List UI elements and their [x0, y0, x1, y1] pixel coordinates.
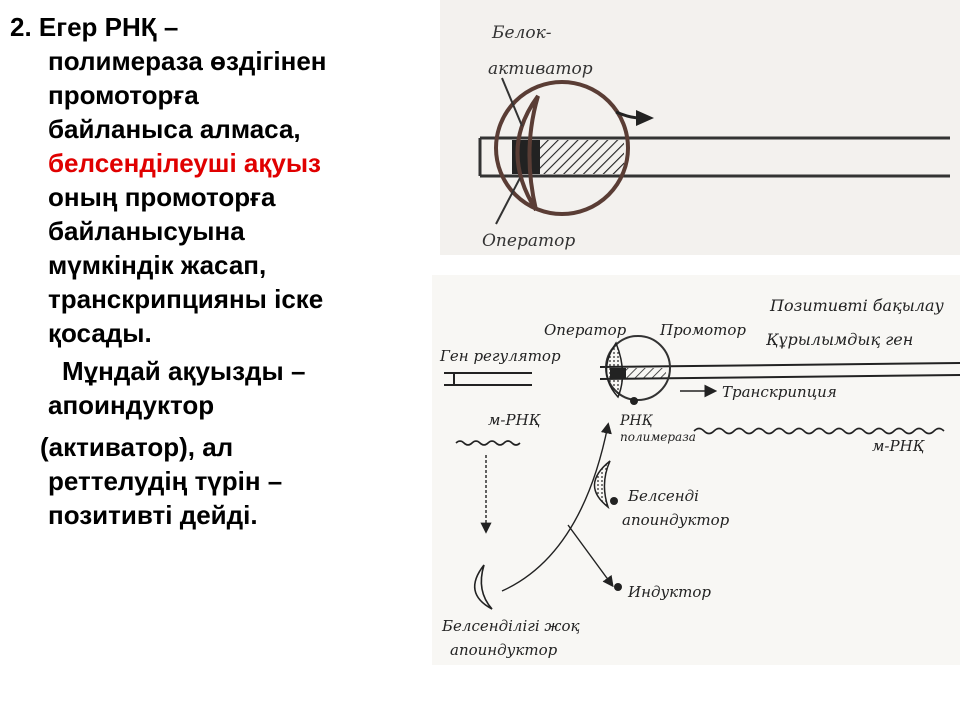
text-line: промоторға	[48, 80, 199, 110]
inactive-apoinductor-label-2: апоиндуктор	[450, 641, 558, 659]
text-line: реттелудің түрін –	[48, 466, 283, 496]
promoter-region	[540, 140, 624, 174]
mrna-left-label: м-РНҚ	[488, 411, 542, 429]
text-line: қосады.	[48, 318, 152, 348]
activation-curve-arrow	[501, 422, 612, 592]
text-line: Мұндай ақуызды –	[62, 356, 306, 386]
pointer-line	[495, 177, 521, 225]
active-apoinductor-shape	[593, 460, 611, 510]
text-line: 2. Егер РНҚ –	[10, 12, 179, 42]
activator-label-2: активатор	[488, 59, 593, 79]
polymerase-label: полимераза	[620, 430, 696, 444]
text-line: (активатор), ал	[40, 432, 234, 462]
transcription-label: Транскрипция	[722, 383, 837, 401]
highlighted-text-line: белсенділеуші ақуыз	[48, 148, 321, 178]
main-text: 2. Егер РНҚ – полимераза өздігінен промо…	[10, 10, 410, 532]
structural-dna-bottom	[599, 374, 960, 380]
inactive-apoinductor-label-1: Белсенділігі жоқ	[441, 617, 580, 635]
positive-control-label: Позитивті бақылау	[769, 296, 945, 315]
inducer-dot	[630, 397, 638, 405]
text-line: полимераза өздігінен	[48, 46, 327, 76]
inducer-dot	[614, 583, 622, 591]
structural-gene-label: Құрылымдық ген	[765, 330, 913, 349]
rna-label: РНҚ	[619, 413, 654, 429]
promoter-label: Промотор	[659, 321, 746, 339]
inducer-arrow	[567, 524, 614, 588]
active-apoinductor-label-2: апоиндуктор	[622, 511, 730, 529]
activator-protein-shape	[515, 94, 540, 212]
inducer-label: Индуктор	[627, 583, 711, 601]
operator-label: Оператор	[544, 321, 627, 339]
text-line: позитивті дейді.	[48, 500, 258, 530]
arrow-head-icon	[636, 110, 654, 126]
mrna-right-wave	[693, 427, 945, 435]
text-line: оның промоторға	[48, 182, 276, 212]
pointer-line	[501, 77, 523, 127]
activator-diagram: Белок- активатор Оператор	[440, 0, 960, 255]
activator-label-1: Белок-	[491, 23, 552, 43]
positive-control-svg: Позитивті бақылау Оператор Промотор Құры…	[439, 296, 960, 659]
text-line: апоиндуктор	[48, 390, 215, 420]
text-line: мүмкіндік жасап,	[48, 250, 267, 280]
activator-diagram-svg: Белок- активатор Оператор	[478, 23, 950, 251]
mrna-right-label: м-РНҚ	[872, 437, 926, 455]
active-apoinductor-bound	[605, 341, 624, 399]
text-line: транскрипцияны іске	[48, 284, 324, 314]
rna-polymerase-shape	[494, 80, 630, 216]
regulator-gene-label: Ген регулятор	[439, 347, 561, 365]
operator-label: Оператор	[482, 231, 575, 251]
positive-control-diagram: Позитивті бақылау Оператор Промотор Құры…	[432, 275, 960, 665]
promoter-block	[626, 368, 666, 378]
mrna-left-wave	[455, 440, 521, 446]
inactive-apoinductor-shape	[474, 564, 493, 610]
text-line: байланыса алмаса,	[48, 114, 301, 144]
structural-dna-top	[599, 362, 960, 368]
text-line: байланысуына	[48, 216, 245, 246]
inducer-dot	[610, 497, 618, 505]
active-apoinductor-label-1: Белсенді	[627, 487, 699, 505]
